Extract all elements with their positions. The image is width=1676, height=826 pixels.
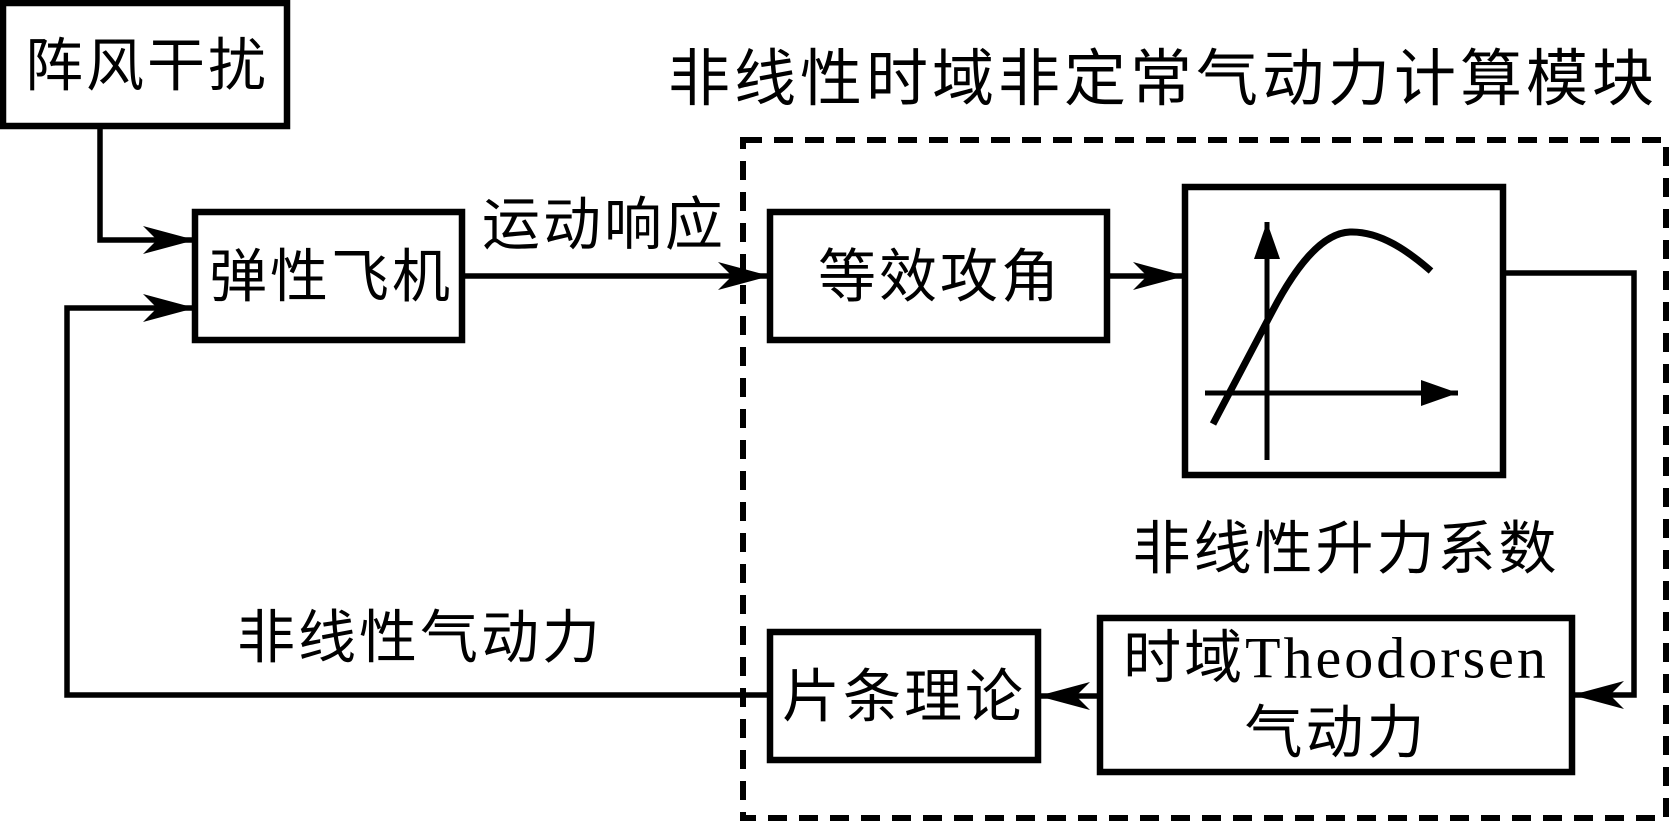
arrow-feedback-to-aircraft <box>64 294 770 698</box>
arrow-liftcurve-to-theodorsen <box>1503 270 1637 709</box>
elastic-aircraft-label: 弹性飞机 <box>209 245 453 310</box>
module-title: 非线性时域非定常气动力计算模块 <box>668 46 1658 114</box>
arrow-gust-to-aircraft <box>97 126 195 254</box>
theodorsen-label-line2: 气动力 <box>1244 701 1427 766</box>
nonlinear-lift-coefficient-label: 非线性升力系数 <box>1132 517 1559 582</box>
lift-curve-sketch-icon <box>1205 222 1458 460</box>
motion-response-label: 运动响应 <box>482 193 726 258</box>
strip-theory-label: 片条理论 <box>782 665 1026 730</box>
theodorsen-label-line1: 时域Theodorsen <box>1123 626 1549 691</box>
gust-disturbance-box <box>0 0 291 130</box>
gust-disturbance-label: 阵风干扰 <box>25 34 269 99</box>
aero-module-dashed-border <box>740 137 1669 821</box>
equivalent-aoa-label: 等效攻角 <box>818 245 1062 310</box>
nonlinear-aero-force-label: 非线性气动力 <box>237 606 603 671</box>
lift-curve-line <box>1209 228 1434 426</box>
